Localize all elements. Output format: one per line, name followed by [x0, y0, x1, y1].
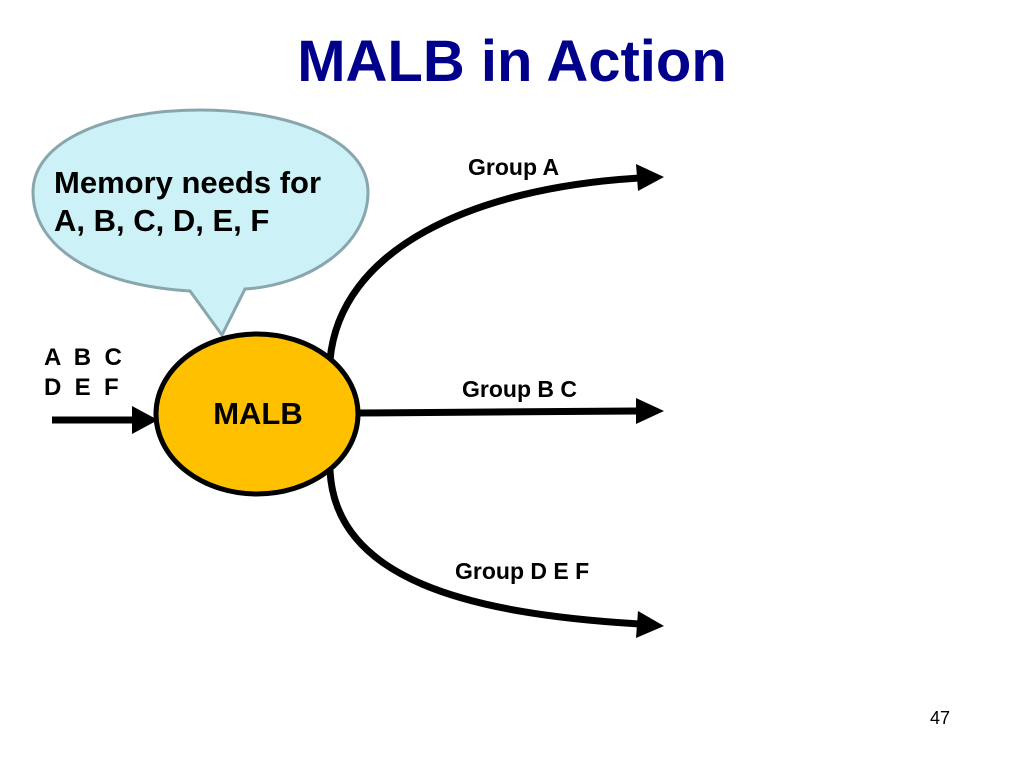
slide-number: 47 — [930, 708, 951, 728]
callout-text: Memory needs for A, B, C, D, E, F — [54, 164, 364, 240]
output-label-group-def: Group D E F — [455, 558, 590, 584]
malb-node-label: MALB — [213, 396, 303, 431]
input-line-1: A B C — [44, 344, 122, 371]
callout-line-1: Memory needs for — [54, 165, 322, 200]
callout-line-2: A, B, C, D, E, F — [54, 203, 270, 238]
output-arrow-group-a — [326, 174, 641, 361]
output-arrowhead-group-bc — [636, 398, 664, 424]
slide-title: MALB in Action — [297, 29, 727, 94]
output-arrowhead-group-a — [636, 164, 664, 191]
malb-node — [153, 331, 361, 497]
callout-bubble — [31, 108, 370, 338]
output-arrow-group-def — [326, 469, 641, 628]
input-labels: A B C D E F — [44, 343, 122, 403]
input-line-2: D E F — [44, 374, 119, 401]
output-label-group-a: Group A — [468, 154, 560, 180]
output-arrow-group-bc — [355, 407, 641, 417]
output-arrowhead-group-def — [636, 611, 664, 638]
output-label-group-bc: Group B C — [462, 376, 577, 402]
input-arrowhead — [132, 406, 158, 434]
